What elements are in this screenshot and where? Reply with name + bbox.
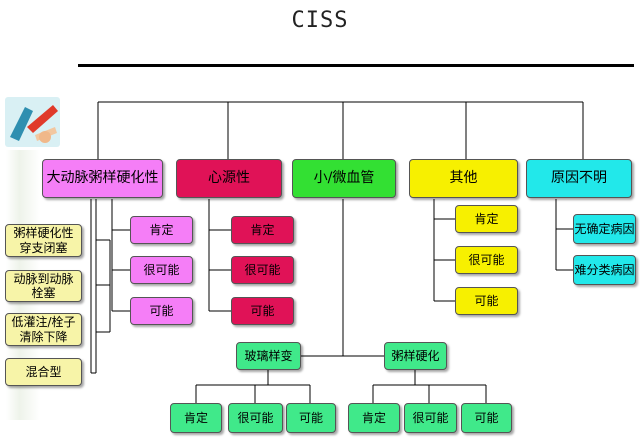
other-level-possible: 可能: [455, 287, 518, 315]
hyaline-level-possible: 可能: [286, 403, 336, 433]
small-vessel-atherosclerosis: 粥样硬化: [384, 342, 447, 370]
small-vessel-hyaline: 玻璃样变: [236, 342, 301, 370]
unknown-unclassified: 难分类病因: [573, 255, 636, 285]
mechanism-hypoperfusion: 低灌注/栓子清除下降: [5, 313, 82, 346]
mechanism-mixed: 混合型: [5, 358, 82, 386]
cardio-level-definite: 肯定: [231, 216, 294, 244]
category-unknown: 原因不明: [526, 159, 632, 198]
other-level-definite: 肯定: [455, 205, 518, 233]
athero-level-definite: 肯定: [348, 403, 400, 433]
title-divider: [78, 64, 634, 67]
page-title: CISS: [291, 8, 349, 33]
aortic-level-definite: 肯定: [130, 216, 193, 244]
aortic-level-possible: 可能: [130, 297, 193, 325]
pen-hand-icon: [5, 97, 60, 147]
other-level-probable: 很可能: [455, 246, 518, 274]
aortic-level-probable: 很可能: [130, 256, 193, 284]
category-small-vessel: 小/微血管: [292, 159, 396, 198]
athero-level-probable: 很可能: [404, 403, 457, 433]
hyaline-level-definite: 肯定: [170, 403, 222, 433]
athero-level-possible: 可能: [461, 403, 512, 433]
cardio-level-possible: 可能: [231, 297, 294, 325]
mechanism-perforator-occlusion: 粥样硬化性穿支闭塞: [5, 224, 82, 257]
category-cardio: 心源性: [176, 159, 282, 198]
category-other: 其他: [409, 159, 518, 198]
hyaline-level-probable: 很可能: [228, 403, 283, 433]
unknown-undetermined: 无确定病因: [573, 214, 636, 244]
category-aortic: 大动脉粥样硬化性: [42, 159, 163, 198]
mechanism-artery-embolism: 动脉到动脉栓塞: [5, 270, 82, 302]
cardio-level-probable: 很可能: [231, 256, 294, 284]
